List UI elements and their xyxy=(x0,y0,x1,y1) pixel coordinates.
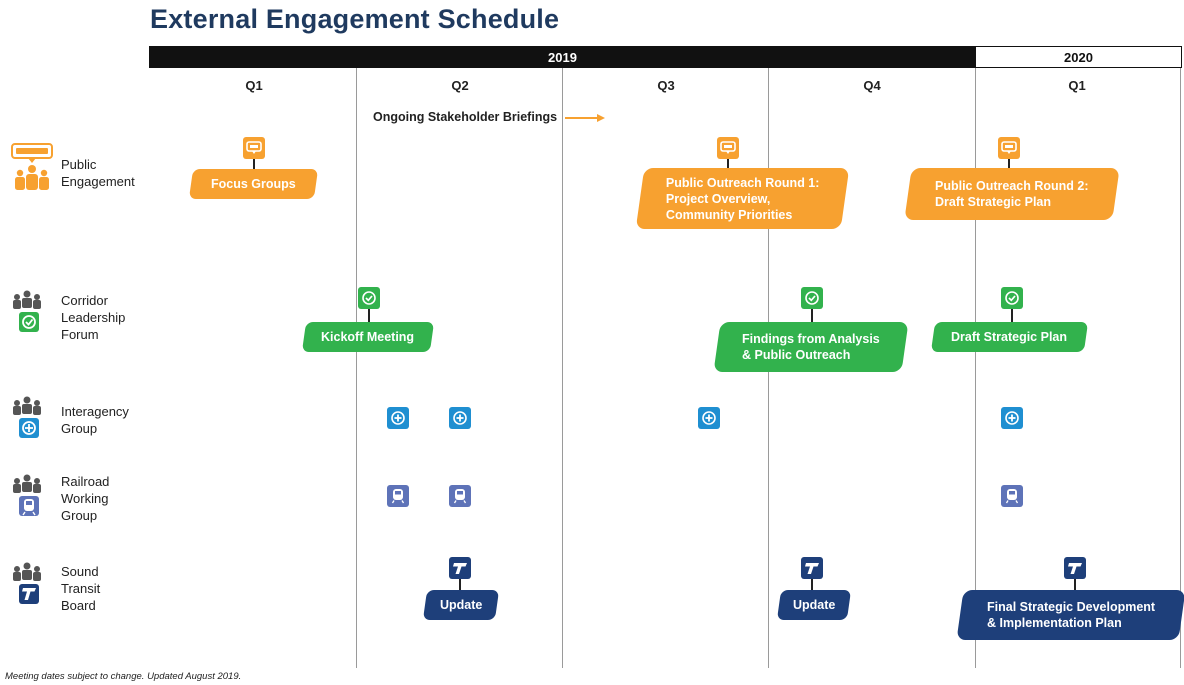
speech-bubble-icon xyxy=(11,143,53,190)
row-label-sound-transit-board: Sound Transit Board xyxy=(61,564,101,613)
year-2020-bar: 2020 xyxy=(975,46,1182,68)
event-update-1: Update xyxy=(422,590,500,620)
event-label: Update xyxy=(792,598,836,612)
event-label: Findings from Analysis & Public Outreach xyxy=(742,332,880,362)
event-final-strategic-plan: Final Strategic Development & Implementa… xyxy=(956,590,1184,640)
quarter-divider xyxy=(356,68,357,668)
train-icon xyxy=(387,485,409,507)
people-check-icon xyxy=(13,290,41,332)
event-focus-groups: Focus Groups xyxy=(188,169,319,199)
connector xyxy=(1074,579,1076,590)
ongoing-briefings-label: Ongoing Stakeholder Briefings xyxy=(373,110,605,124)
event-label: Draft Strategic Plan xyxy=(951,330,1068,344)
speech-bubble-icon xyxy=(998,137,1020,159)
check-circle-icon xyxy=(801,287,823,309)
transit-logo-icon xyxy=(1064,557,1086,579)
event-draft-strategic-plan: Draft Strategic Plan xyxy=(930,322,1089,352)
connector xyxy=(811,579,813,590)
event-label: Update xyxy=(439,598,483,612)
quarter-label-q3-2019: Q3 xyxy=(657,78,675,93)
train-icon xyxy=(1001,485,1023,507)
event-label: Public Outreach Round 2: Draft Strategic… xyxy=(935,179,1089,209)
quarter-label-q1-2020: Q1 xyxy=(1068,78,1086,93)
people-plus-icon xyxy=(13,396,41,438)
sound-transit-row-icon xyxy=(11,562,51,610)
footnote: Meeting dates subject to change. Updated… xyxy=(5,671,242,682)
event-update-2: Update xyxy=(776,590,852,620)
transit-logo-icon xyxy=(449,557,471,579)
event-public-outreach-round-1: Public Outreach Round 1: Project Overvie… xyxy=(635,168,850,229)
railroad-row-icon xyxy=(11,474,51,520)
event-findings-analysis: Findings from Analysis & Public Outreach xyxy=(713,322,909,372)
event-label: Public Outreach Round 1: Project Overvie… xyxy=(665,175,820,222)
connector xyxy=(727,159,729,169)
event-label: Focus Groups xyxy=(211,177,296,191)
train-icon xyxy=(449,485,471,507)
connector xyxy=(811,309,813,322)
check-circle-icon xyxy=(1001,287,1023,309)
row-label-corridor-leadership-forum: Corridor Leadership Forum xyxy=(61,293,126,342)
quarter-divider xyxy=(1180,68,1181,668)
people-train-icon xyxy=(13,474,41,516)
page-title: External Engagement Schedule xyxy=(150,4,560,34)
interagency-row-icon xyxy=(11,396,51,442)
corridor-leadership-row-icon xyxy=(11,290,51,336)
plus-circle-icon xyxy=(449,407,471,429)
transit-logo-icon xyxy=(801,557,823,579)
quarter-label-q4-2019: Q4 xyxy=(863,78,881,93)
briefings-text: Ongoing Stakeholder Briefings xyxy=(373,110,558,124)
speech-bubble-icon xyxy=(717,137,739,159)
people-transit-icon xyxy=(13,562,41,604)
quarter-label-q1-2019: Q1 xyxy=(245,78,263,93)
arrow-right-icon xyxy=(564,113,605,122)
plus-circle-icon xyxy=(698,407,720,429)
row-label-public-engagement: Public Engagement xyxy=(61,157,135,189)
connector xyxy=(253,159,255,169)
quarter-label-q2-2019: Q2 xyxy=(451,78,469,93)
connector xyxy=(1008,159,1010,169)
row-label-railroad-working-group: Railroad Working Group xyxy=(61,474,110,523)
plus-circle-icon xyxy=(1001,407,1023,429)
public-engagement-row-icon xyxy=(11,143,53,191)
year-2019-bar: 2019 xyxy=(149,46,976,68)
event-public-outreach-round-2: Public Outreach Round 2: Draft Strategic… xyxy=(904,168,1120,220)
row-label-interagency-group: Interagency Group xyxy=(61,404,129,436)
connector xyxy=(368,309,370,322)
connector xyxy=(1011,309,1013,322)
speech-bubble-icon xyxy=(243,137,265,159)
quarter-divider xyxy=(975,68,976,668)
quarter-divider xyxy=(562,68,563,668)
event-label: Final Strategic Development & Implementa… xyxy=(986,600,1156,630)
plus-circle-icon xyxy=(387,407,409,429)
connector xyxy=(459,579,461,590)
event-label: Kickoff Meeting xyxy=(321,330,415,344)
event-kickoff-meeting: Kickoff Meeting xyxy=(301,322,435,352)
check-circle-icon xyxy=(358,287,380,309)
